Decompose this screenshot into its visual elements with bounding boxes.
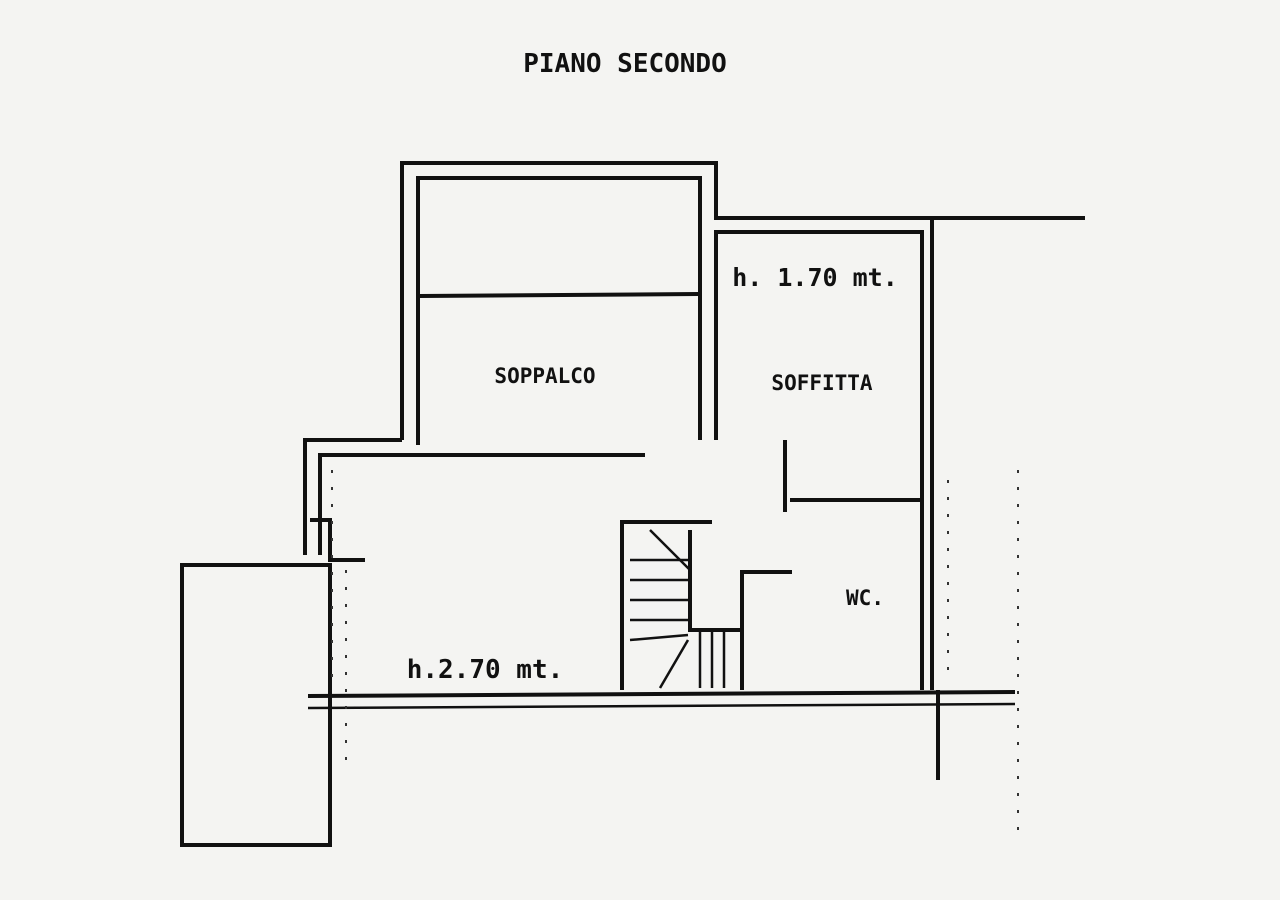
main-height-label: h.2.70 mt.	[407, 655, 564, 685]
walls	[180, 161, 1085, 847]
room-label-soffitta: SOFFITTA	[771, 371, 873, 395]
room-label-wc: WC.	[846, 586, 884, 610]
soffitta-height-label: h. 1.70 mt.	[732, 263, 898, 292]
dashed-lines	[331, 470, 1019, 830]
room-label-soppalco: SOPPALCO	[494, 364, 595, 388]
plan-title: PIANO SECONDO	[523, 49, 727, 79]
